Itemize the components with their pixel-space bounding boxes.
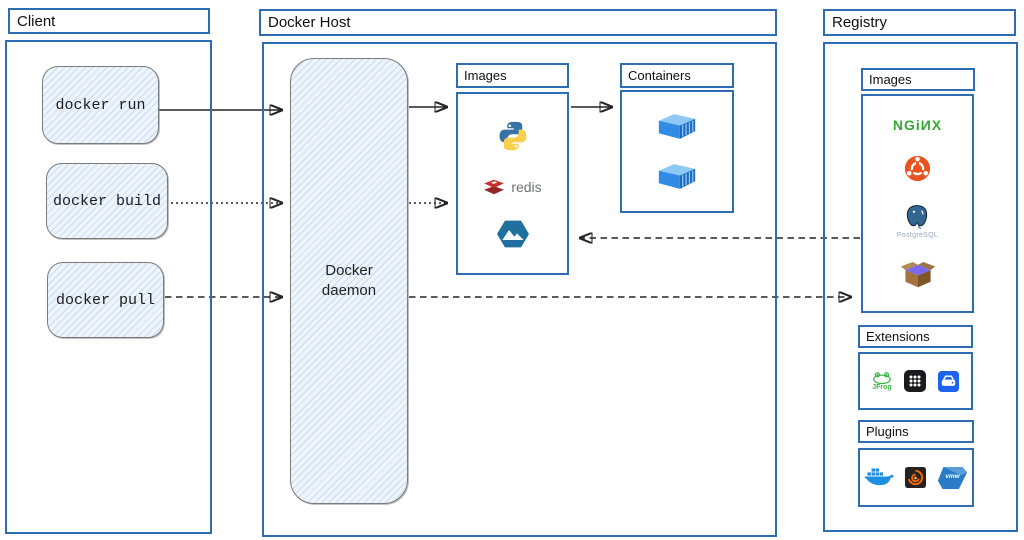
jfrog-logo: JFrog bbox=[871, 371, 893, 391]
vmware-icon bbox=[937, 466, 968, 489]
registry-images-title: Images bbox=[861, 68, 975, 91]
container-icon bbox=[658, 163, 696, 189]
jfrog-icon bbox=[873, 372, 891, 384]
plugins-title: Plugins bbox=[858, 420, 974, 443]
disk-usage-icon bbox=[937, 370, 960, 392]
containers-box bbox=[620, 90, 734, 213]
extensions-box: JFrog bbox=[858, 352, 973, 410]
docker-build-label: docker build bbox=[52, 192, 162, 210]
docker-daemon-box: Docker daemon bbox=[290, 58, 408, 504]
registry-images-box: NGiИX PostgreSQL bbox=[861, 94, 974, 313]
redis-icon bbox=[484, 179, 505, 194]
registry-section-title: Registry bbox=[823, 9, 1016, 36]
client-section bbox=[5, 40, 212, 534]
host-images-title: Images bbox=[456, 63, 569, 88]
vmware-logo: vmw bbox=[937, 466, 968, 490]
grafana-icon bbox=[904, 466, 927, 489]
registry-images-title-text: Images bbox=[869, 72, 912, 87]
postgresql-icon bbox=[907, 205, 928, 229]
containers-title: Containers bbox=[620, 63, 734, 88]
redis-logo: redis bbox=[483, 178, 542, 196]
docker-whale-icon bbox=[864, 468, 894, 486]
client-section-title: Client bbox=[8, 8, 210, 34]
client-title-text: Client bbox=[17, 12, 56, 30]
docker-pull-label: docker pull bbox=[55, 291, 156, 309]
postgresql-label: PostgreSQL bbox=[896, 232, 939, 240]
docker-run-label: docker run bbox=[55, 96, 146, 114]
extensions-title-text: Extensions bbox=[866, 329, 930, 344]
plugins-box: vmw bbox=[858, 448, 974, 507]
registry-title-text: Registry bbox=[832, 14, 888, 31]
vmware-label: vmw bbox=[945, 472, 960, 480]
busybox-icon bbox=[900, 261, 935, 287]
python-icon bbox=[499, 121, 526, 150]
jfrog-label: JFrog bbox=[872, 384, 892, 391]
nginx-logo: NGiИX bbox=[892, 117, 943, 134]
docker-build-box: docker build bbox=[46, 163, 168, 239]
docker-host-section-title: Docker Host bbox=[259, 9, 777, 36]
plugins-title-text: Plugins bbox=[866, 424, 909, 439]
postgresql-logo: PostgreSQL bbox=[897, 203, 938, 239]
alpine-icon bbox=[496, 220, 529, 248]
container-icon bbox=[658, 114, 696, 140]
docker-pull-box: docker pull bbox=[47, 262, 164, 338]
app-grid-icon bbox=[904, 370, 926, 392]
containers-title-text: Containers bbox=[628, 68, 691, 83]
docker-host-section bbox=[262, 42, 777, 537]
extensions-title: Extensions bbox=[858, 325, 973, 348]
redis-label: redis bbox=[511, 178, 542, 195]
ubuntu-icon bbox=[904, 155, 931, 181]
host-images-title-text: Images bbox=[464, 68, 507, 83]
registry-section bbox=[823, 42, 1018, 532]
docker-host-title-text: Docker Host bbox=[268, 14, 351, 31]
docker-run-box: docker run bbox=[42, 66, 159, 144]
host-images-box: redis bbox=[456, 92, 569, 275]
docker-daemon-label: Docker daemon bbox=[321, 261, 377, 299]
